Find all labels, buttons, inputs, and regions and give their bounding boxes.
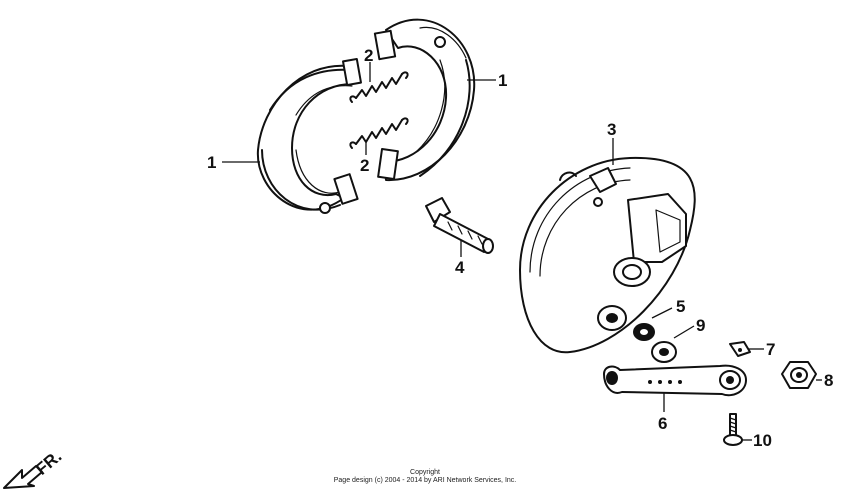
copyright-notice: Page design (c) 2004 - 2014 by ARI Netwo… xyxy=(333,477,517,484)
nut xyxy=(781,361,817,389)
callout-3: 3 xyxy=(607,120,616,139)
copyright-heading: Copyright xyxy=(410,469,440,476)
front-arrow-icon xyxy=(3,465,43,489)
brake-shoe-left xyxy=(256,57,362,214)
callout-1-left: 1 xyxy=(207,153,216,172)
callout-10: 10 xyxy=(753,431,772,450)
washer xyxy=(651,341,677,363)
brake-cam xyxy=(425,197,494,254)
dust-seal xyxy=(633,323,655,341)
spring-upper xyxy=(349,71,409,103)
callout-2-lower: 2 xyxy=(360,156,369,175)
brake-shoe-right xyxy=(373,18,476,182)
callout-1-right: 1 xyxy=(498,71,507,90)
callout-2-upper: 2 xyxy=(364,46,373,65)
callout-5: 5 xyxy=(676,297,685,316)
callout-4: 4 xyxy=(455,258,465,277)
brake-panel xyxy=(519,156,696,354)
callout-6: 6 xyxy=(658,414,667,433)
callout-8: 8 xyxy=(824,371,833,390)
bolt xyxy=(723,413,743,446)
wear-indicator-clip xyxy=(729,341,751,357)
spring-lower xyxy=(349,117,409,149)
callout-9: 9 xyxy=(696,316,705,335)
brake-arm xyxy=(603,364,747,397)
callout-7: 7 xyxy=(766,340,775,359)
leader-lines xyxy=(222,62,822,441)
